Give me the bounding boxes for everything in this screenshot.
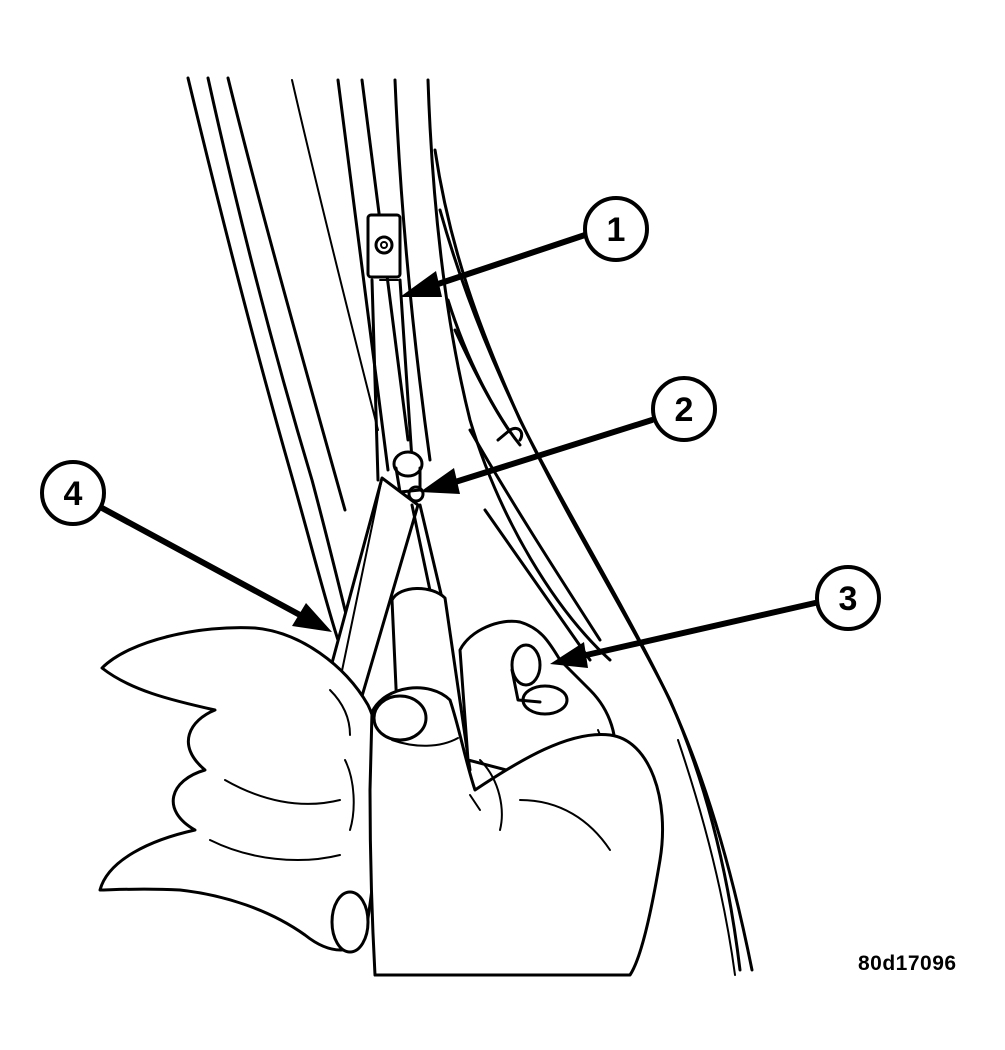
leader-line-3 bbox=[579, 600, 818, 659]
leader-line-4 bbox=[99, 505, 303, 618]
screw bbox=[392, 450, 425, 503]
arrowhead-2 bbox=[420, 468, 460, 494]
arrowhead-1 bbox=[400, 271, 442, 297]
callout-4-label: 4 bbox=[64, 475, 83, 513]
figure-id-label: 80d17096 bbox=[858, 952, 957, 975]
left-hand bbox=[98, 626, 384, 954]
arrowhead-4 bbox=[292, 603, 332, 632]
callout-2: 2 bbox=[651, 376, 717, 442]
leader-lines bbox=[99, 232, 818, 668]
callout-4: 4 bbox=[40, 460, 106, 526]
callout-3-label: 3 bbox=[839, 580, 858, 618]
callout-1-label: 1 bbox=[607, 211, 626, 249]
leader-line-2 bbox=[449, 417, 655, 486]
arrowhead-3 bbox=[550, 642, 588, 668]
leader-line-1 bbox=[429, 232, 588, 289]
callout-2-label: 2 bbox=[675, 391, 694, 429]
callout-3: 3 bbox=[815, 565, 881, 631]
trim-panel bbox=[366, 213, 414, 482]
callout-1: 1 bbox=[583, 196, 649, 262]
right-hand bbox=[368, 686, 665, 977]
